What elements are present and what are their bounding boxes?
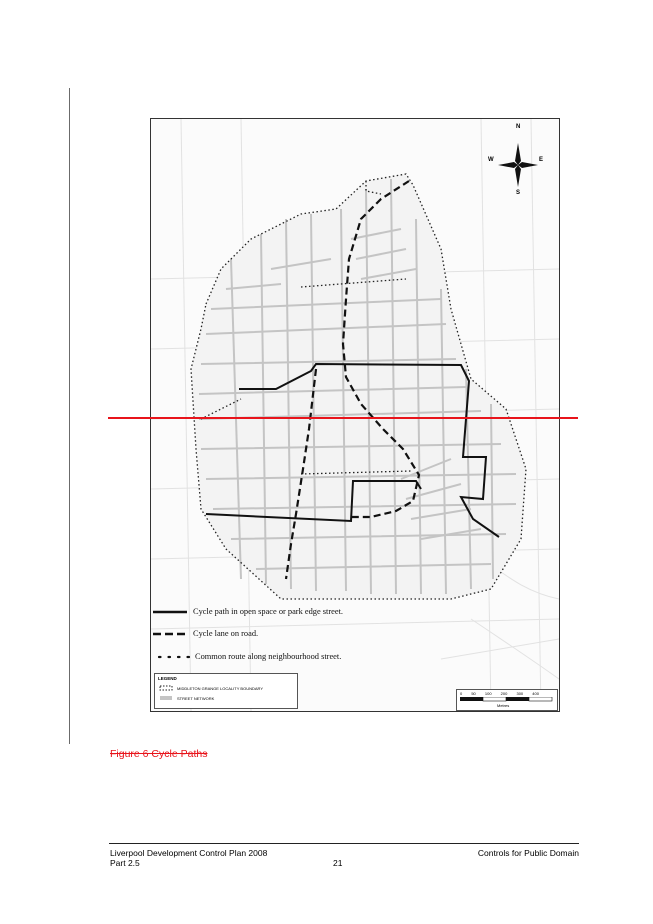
- footer-rule: [109, 843, 579, 844]
- compass-west-label: W: [488, 157, 494, 163]
- locality-boundary: [190, 173, 527, 600]
- legend-box-title: LEGEND: [158, 676, 177, 681]
- boundary-swatch-icon: [159, 685, 173, 691]
- footer-part: Part 2.5: [110, 858, 140, 868]
- map-drawing: [151, 119, 559, 711]
- cycle-lanes-dashed: [284, 180, 421, 580]
- compass-rose-icon: [498, 143, 538, 187]
- legend-common-route: Common route along neighbourhood street.: [195, 652, 342, 661]
- compass-north-label: N: [516, 124, 521, 130]
- legend-box-boundary: MIDDLETON GRANGE LOCALITY BOUNDARY: [177, 686, 264, 691]
- street-network: [198, 178, 517, 595]
- footer-page-number: 21: [333, 858, 343, 868]
- footer-section: Controls for Public Domain: [477, 848, 579, 858]
- figure-caption: Figure 6 Cycle Paths: [110, 748, 208, 760]
- street-swatch-icon: [160, 696, 172, 700]
- left-margin-rule: [69, 88, 70, 744]
- red-section-line: [108, 417, 578, 419]
- scale-bar: 0 50 100 200 300 400 Metres: [456, 689, 558, 711]
- neighbourhood-routes: [200, 181, 412, 475]
- locality-area: [191, 174, 526, 599]
- legend-cycle-lane: Cycle lane on road.: [193, 629, 259, 638]
- footer-doc-title: Liverpool Development Control Plan 2008: [110, 848, 268, 858]
- scale-ticks: 0 50 100 200 300 400: [460, 691, 539, 696]
- legend-box-street-network: STREET NETWORK: [177, 696, 215, 701]
- legend-cycle-path: Cycle path in open space or park edge st…: [193, 607, 343, 616]
- map-legend-box: LEGEND MIDDLETON GRANGE LOCALITY BOUNDAR…: [154, 673, 298, 709]
- compass-south-label: S: [516, 190, 521, 196]
- compass-east-label: E: [539, 157, 544, 163]
- legend-key-symbols: [153, 610, 193, 659]
- scale-unit: Metres: [497, 703, 510, 708]
- scale-bar-graphic: [460, 697, 553, 702]
- cycle-paths-map: N S W E Cycle path in open space or park…: [150, 118, 560, 712]
